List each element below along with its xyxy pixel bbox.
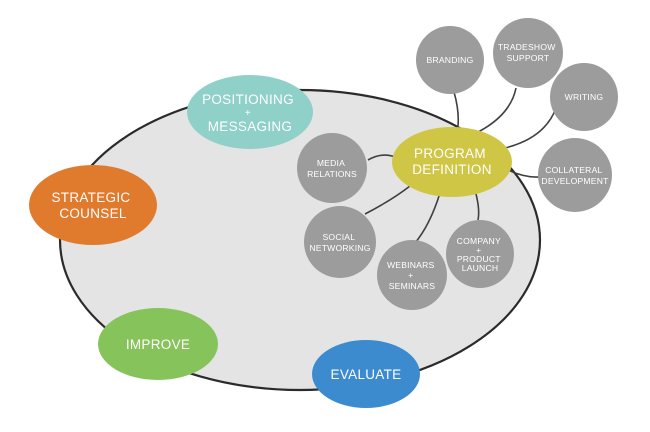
evaluate-node bbox=[312, 340, 420, 408]
label-program-line: DEFINITION bbox=[412, 162, 492, 177]
label-writing-line: WRITING bbox=[565, 92, 604, 102]
tactic-circle-collateral bbox=[538, 138, 612, 212]
label-webinars: WEBINARS + SEMINARS bbox=[387, 260, 437, 291]
positioning-messaging-node bbox=[187, 75, 313, 149]
label-media-line: RELATIONS bbox=[307, 169, 357, 179]
label-company-line: COMPANY bbox=[457, 236, 501, 246]
connector-tradeshow bbox=[469, 87, 517, 137]
connector-social bbox=[364, 185, 411, 215]
label-strategic-line: STRATEGIC bbox=[51, 190, 130, 205]
label-branding: BRANDING bbox=[427, 55, 474, 65]
tactic-circle-webinars bbox=[377, 240, 447, 310]
label-collateral-line: DEVELOPMENT bbox=[541, 176, 609, 186]
label-branding-line: BRANDING bbox=[427, 55, 474, 65]
label-webinars-line: WEBINARS bbox=[387, 260, 435, 270]
improve-node bbox=[98, 308, 218, 380]
label-social-line: NETWORKING bbox=[309, 243, 370, 253]
connector-webinars bbox=[414, 192, 441, 244]
label-program-line: PROGRAM bbox=[414, 146, 486, 161]
label-writing: WRITING bbox=[565, 92, 604, 102]
label-tradeshow: TRADESHOW SUPPORT bbox=[498, 42, 558, 63]
label-positioning-line: + bbox=[245, 108, 251, 119]
tactic-circle-tradeshow bbox=[493, 18, 563, 88]
label-social-line: SOCIAL bbox=[323, 232, 356, 242]
label-collateral: COLLATERAL DEVELOPMENT bbox=[541, 165, 609, 186]
label-positioning: POSITIONING + MESSAGING bbox=[202, 92, 298, 134]
label-strategic: STRATEGIC COUNSEL bbox=[51, 190, 134, 221]
label-webinars-line: + bbox=[408, 270, 413, 280]
label-program-definition: PROGRAM DEFINITION bbox=[412, 146, 492, 177]
tactic-circle-social bbox=[304, 206, 376, 278]
label-tradeshow-line: TRADESHOW bbox=[498, 42, 556, 52]
tactic-circle-branding bbox=[416, 26, 484, 94]
program-definition-node bbox=[392, 127, 512, 197]
label-media-line: MEDIA bbox=[317, 158, 345, 168]
label-evaluate-line: EVALUATE bbox=[331, 367, 402, 382]
label-positioning-line: MESSAGING bbox=[208, 119, 292, 134]
label-positioning-line: POSITIONING bbox=[202, 92, 294, 107]
label-improve-line: IMPROVE bbox=[126, 337, 190, 352]
connector-company bbox=[475, 193, 480, 221]
tactic-circle-writing bbox=[550, 63, 618, 131]
label-social: SOCIAL NETWORKING bbox=[309, 232, 370, 253]
label-company: COMPANY + PRODUCT LAUNCH bbox=[457, 236, 504, 273]
connector-writing bbox=[504, 107, 557, 149]
label-collateral-line: COLLATERAL bbox=[545, 165, 602, 175]
tactic-circles bbox=[297, 18, 618, 310]
label-tradeshow-line: SUPPORT bbox=[507, 53, 550, 63]
label-company-line: PRODUCT bbox=[457, 254, 501, 264]
label-evaluate: EVALUATE bbox=[331, 367, 402, 382]
label-company-line: LAUNCH bbox=[462, 263, 499, 273]
label-strategic-line: COUNSEL bbox=[59, 206, 127, 221]
tactic-circle-media bbox=[297, 133, 367, 203]
connector-collateral bbox=[507, 169, 541, 178]
strategic-counsel-node bbox=[29, 165, 157, 245]
label-improve: IMPROVE bbox=[126, 337, 190, 352]
label-webinars-line: SEMINARS bbox=[389, 281, 436, 291]
label-company-line: + bbox=[476, 245, 481, 255]
tactic-circle-company bbox=[446, 220, 514, 288]
label-media: MEDIA RELATIONS bbox=[307, 158, 357, 179]
